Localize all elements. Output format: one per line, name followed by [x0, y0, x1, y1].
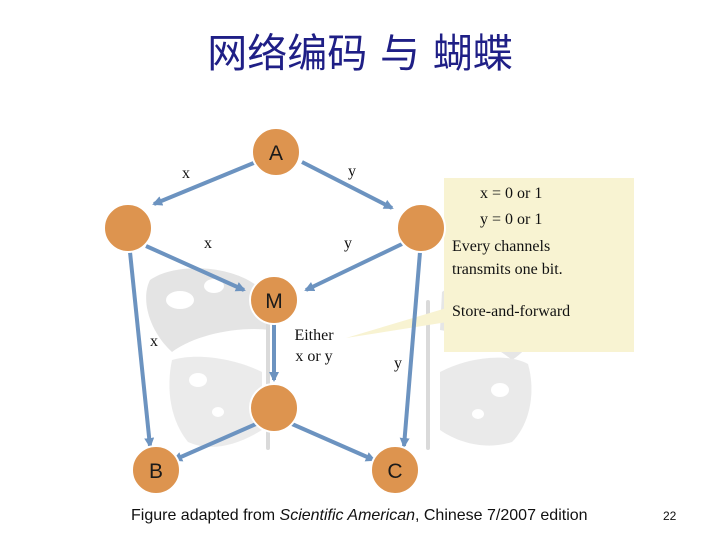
edge-label-right-c: y [394, 355, 402, 372]
edge-left-to-b [128, 251, 155, 448]
note-box [444, 178, 634, 352]
node-right [396, 203, 446, 253]
edge-a-to-right [301, 160, 394, 210]
edge-label-left-b: x [150, 333, 158, 350]
node-merge [249, 383, 299, 433]
note-line-2: y = 0 or 1 [480, 211, 542, 228]
nodes [103, 127, 446, 495]
node-b [131, 445, 181, 495]
node-m-label: M [265, 290, 283, 313]
callout-line-1: Either [294, 327, 334, 344]
node-c-label: C [387, 460, 402, 483]
edge-label-a-right: y [348, 163, 356, 180]
note-line-3: Every channels [452, 238, 550, 255]
edges [128, 160, 422, 462]
callout-line-2: x or y [295, 348, 332, 365]
caption-source: Scientific American [279, 507, 415, 524]
caption-suffix: , Chinese 7/2007 edition [414, 507, 588, 524]
edge-merge-to-b [172, 422, 257, 462]
edge-label-a-left: x [182, 165, 190, 182]
edge-a-to-left [152, 160, 257, 206]
node-a-label: A [269, 142, 283, 165]
slide-title: 网络编码 与 蝴蝶 [207, 31, 513, 77]
node-c [370, 445, 420, 495]
node-b-label: B [149, 460, 163, 483]
edge-merge-to-c [291, 422, 376, 462]
note-line-5: Store-and-forward [452, 303, 570, 320]
figure-caption: Figure adapted from Scientific American,… [131, 507, 588, 525]
caption-prefix: Figure adapted from [131, 507, 280, 524]
node-a [251, 127, 301, 177]
callout-pointer [346, 304, 460, 338]
edge-left-to-m [145, 244, 246, 292]
edge-label-left-m: x [204, 235, 212, 252]
edge-label-right-m: y [344, 235, 352, 252]
page-number: 22 [663, 509, 677, 523]
note-line-1: x = 0 or 1 [480, 185, 542, 202]
edge-right-to-m [304, 242, 403, 292]
node-m [249, 275, 299, 325]
edge-right-to-c [399, 251, 422, 448]
note-line-4: transmits one bit. [452, 261, 563, 278]
node-left [103, 203, 153, 253]
